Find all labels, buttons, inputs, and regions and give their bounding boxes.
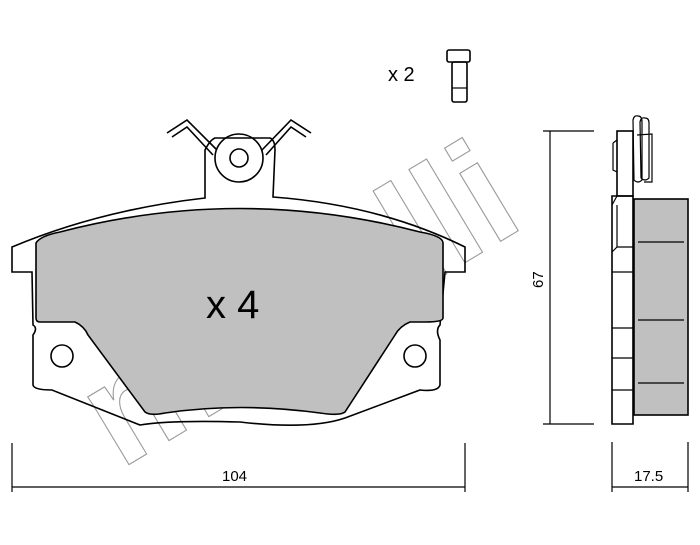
pad-front-view — [11, 118, 466, 426]
left-mount-hole — [50, 344, 74, 368]
side-friction-material — [633, 198, 689, 416]
bolt-quantity-label: x 2 — [388, 64, 415, 86]
clip-eye — [214, 133, 264, 183]
side-spring-clip — [612, 115, 653, 183]
height-dimension-label: 67 — [530, 271, 547, 288]
width-dimension — [11, 443, 466, 492]
friction-material — [35, 207, 444, 416]
backplate-outline — [11, 137, 466, 426]
thickness-dimension-label: 17.5 — [634, 468, 663, 485]
bolt-icon — [446, 49, 471, 103]
pad-quantity-label: x 4 — [206, 283, 259, 327]
height-dimension — [543, 130, 594, 425]
spring-clip — [166, 118, 312, 156]
thickness-dimension — [611, 442, 689, 492]
clip-hole — [229, 148, 249, 168]
right-mount-hole — [403, 344, 427, 368]
width-dimension-label: 104 — [222, 468, 247, 485]
pad-side-view — [611, 115, 689, 425]
